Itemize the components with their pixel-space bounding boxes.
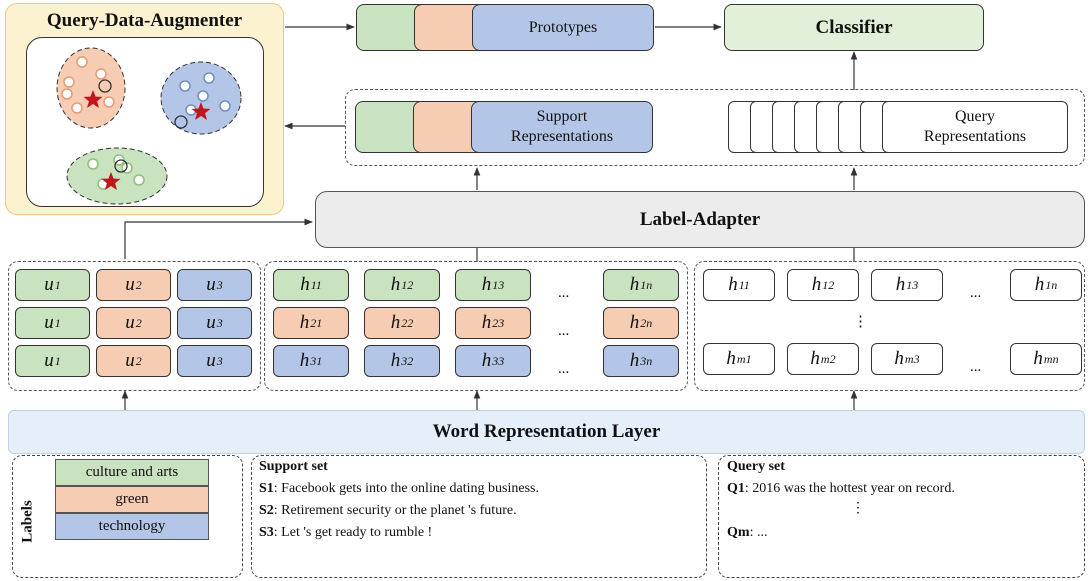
label-adapter-box: Label-Adapter [315, 191, 1085, 248]
query-data-augmenter-panel: Query-Data-Augmenter [5, 3, 284, 215]
query-set-title: Query set [727, 459, 785, 474]
word-layer-text: Word Representation Layer [432, 421, 661, 442]
support-set-box [251, 455, 707, 578]
support-item-3: S3: Let 's get ready to rumble ! [259, 525, 433, 540]
classifier-box: Classifier [724, 4, 984, 51]
query-repr-line1: Query [955, 108, 995, 125]
h-query-ellipsis-2: ... [970, 359, 982, 375]
query-set-box [718, 455, 1085, 578]
support-representations-block: Support Representations [355, 101, 653, 153]
query-representations-block: Query Representations [728, 101, 1068, 153]
classifier-label: Classifier [815, 16, 893, 38]
query-item-1: Q1: 2016 was the hottest year on record. [727, 481, 955, 496]
h-support-ellipsis-3: ... [558, 361, 570, 377]
prototypes-label: Prototypes [472, 4, 654, 51]
query-set-vdots: ⋮ [851, 501, 865, 516]
support-item-1: S1: Facebook gets into the online dating… [259, 481, 539, 496]
word-layer-background: Word Representation Layer [8, 410, 1085, 454]
label-item-culture: culture and arts [55, 459, 209, 486]
h-query-ellipsis-1: ... [970, 285, 982, 301]
prototypes-block: Prototypes [356, 4, 654, 51]
support-hidden-panel [264, 261, 688, 391]
h-support-ellipsis-2: ... [558, 323, 570, 339]
label-item-green: green [55, 486, 209, 513]
cluster-ellipses [56, 47, 242, 205]
h-support-ellipsis-1: ... [558, 285, 570, 301]
cluster-plot [26, 37, 264, 207]
support-item-2: S2: Retirement security or the planet 's… [259, 503, 517, 518]
labels-box [12, 455, 243, 578]
support-repr-line1: Support [536, 108, 588, 125]
label-item-technology: technology [55, 513, 209, 540]
query-repr-line2: Representations [923, 128, 1027, 145]
query-hidden-panel [694, 261, 1085, 391]
labels-title: Labels [19, 500, 36, 543]
label-embedding-panel [8, 261, 261, 391]
support-repr-line2: Representations [510, 128, 614, 145]
representations-panel [345, 89, 1085, 166]
query-item-m: Qm: ... [727, 525, 768, 540]
support-set-title: Support set [259, 459, 328, 474]
label-adapter-label: Label-Adapter [639, 208, 761, 230]
h-query-vdots: ⋮ [853, 314, 868, 330]
qda-title: Query-Data-Augmenter [46, 10, 243, 31]
